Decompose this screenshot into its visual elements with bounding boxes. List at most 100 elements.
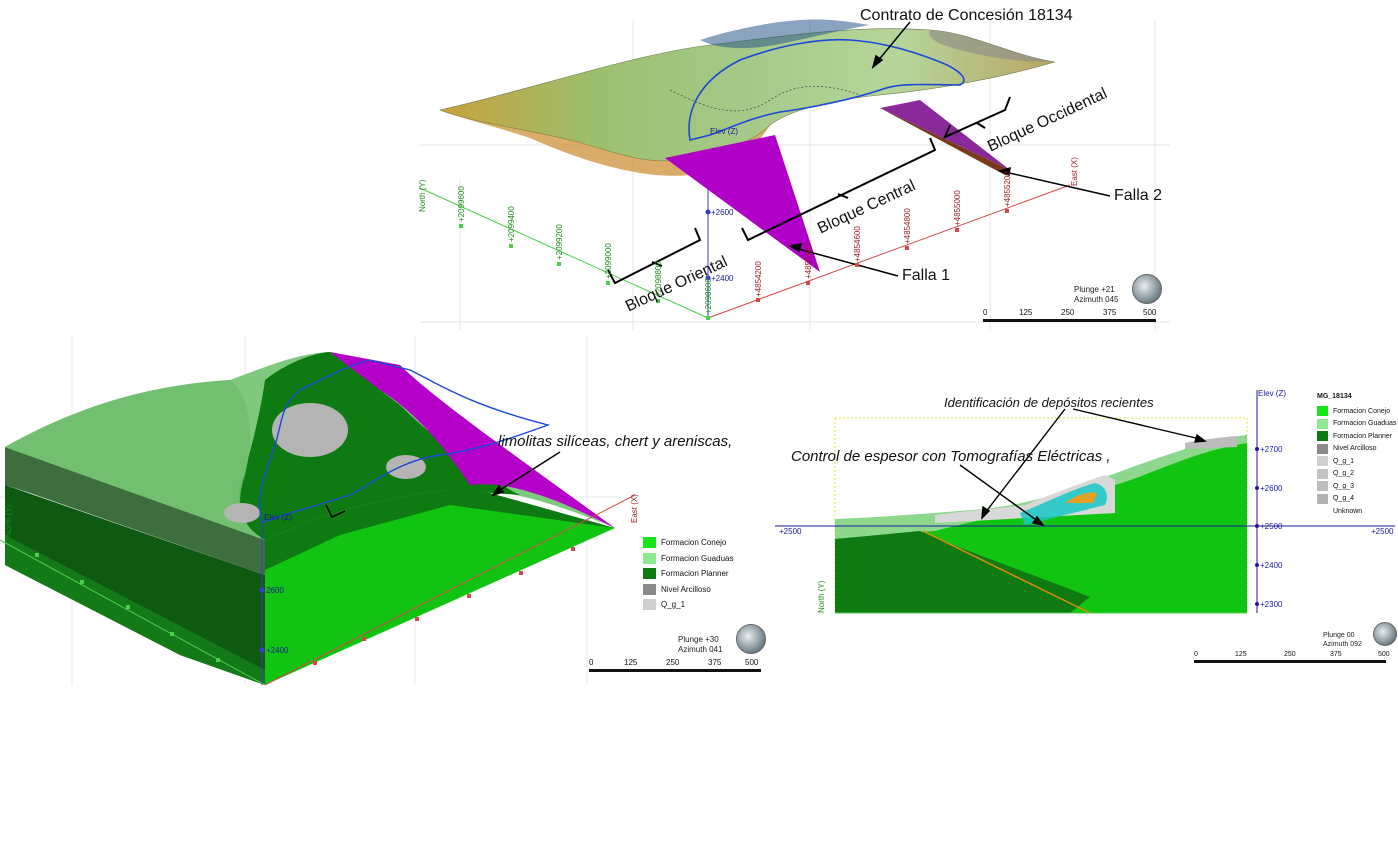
plunge-readout: Plunge +21 (1074, 285, 1115, 294)
legend-swatch (1317, 431, 1328, 442)
top-3d-scene (419, 19, 1170, 330)
annotation-arrow (491, 451, 561, 497)
bl-legend: Formacion Conejo Formacion Guaduas Forma… (643, 535, 733, 613)
topography-surface (438, 28, 1056, 162)
legend-label: Formacion Planner (661, 569, 729, 579)
legend-swatch (1317, 406, 1328, 417)
tomography-annotation: Control de espesor con Tomografías Eléct… (791, 448, 1111, 465)
legend-item: Q_g_3 (1317, 480, 1396, 493)
east-tick-label: +4855000 (953, 190, 962, 226)
elev-tick-label: +2400 (711, 274, 734, 283)
north-axis-label: North (Y) (4, 504, 13, 537)
legend-swatch (1317, 468, 1328, 479)
bottom-right-section-view: Identificación de depósitos recientes Co… (775, 385, 1398, 675)
east-tick-marks (313, 547, 575, 665)
elev-axis-label: Elev (Z) (1258, 389, 1286, 398)
elev-tick-marks (1255, 447, 1259, 606)
h-tick-label: +2500 (779, 527, 802, 536)
elev-tick-label: +2700 (1260, 445, 1283, 454)
block-top-planner-outcrop (238, 352, 520, 540)
scale-label: 0 (589, 658, 594, 667)
falla-2-edge (880, 108, 1010, 175)
concession-title: Contrato de Concesión 18134 (860, 7, 1073, 24)
section-planner (835, 531, 1090, 613)
legend-item: Formacion Conejo (1317, 405, 1396, 418)
annotation-arrows (959, 408, 1207, 527)
elev-tick-label: +2300 (1260, 600, 1283, 609)
plunge-readout: Plunge +30 (678, 635, 719, 644)
scale-label: 125 (1019, 308, 1033, 317)
scale-bar (983, 319, 1156, 322)
block-left-face-lower (5, 535, 265, 685)
falla-1-label: Falla 1 (902, 267, 951, 284)
north-tick-label: +2098800 (654, 261, 663, 297)
north-axis-line (0, 539, 266, 685)
legend-swatch (1317, 506, 1328, 517)
legend-swatch (643, 583, 656, 595)
legend-swatch (1317, 456, 1328, 467)
legend-item: Q_g_4 (1317, 493, 1396, 506)
east-tick-label: +4854400 (804, 243, 813, 279)
scale-label: 125 (624, 658, 638, 667)
block-front-face-conejo (265, 490, 615, 685)
view-compass-icon[interactable] (1132, 274, 1162, 304)
legend-label: Nivel Arcilloso (661, 584, 711, 594)
q-deposit (272, 403, 348, 457)
section-deposit (1185, 436, 1237, 449)
view-compass-icon[interactable] (1373, 622, 1397, 646)
concession-outline (688, 38, 965, 141)
block-braces (607, 96, 1011, 285)
legend-swatch (643, 599, 656, 611)
scale-bar (589, 669, 761, 672)
elev-tick-label: +2400 (1260, 561, 1283, 570)
north-tick-label: +2099200 (555, 224, 564, 260)
scale-label: 500 (745, 658, 759, 667)
block-top-guaduas (5, 380, 265, 540)
scale-label: 250 (1284, 651, 1296, 658)
scale-label: 0 (983, 308, 988, 317)
legend-label: Q_g_4 (1333, 495, 1355, 503)
elev-tick-label: +2500 (1260, 522, 1283, 531)
legend-label: Formacion Conejo (1333, 407, 1391, 415)
elev-axis-label: Elev (Z) (710, 127, 738, 136)
tomography-anomaly (1065, 492, 1097, 503)
elev-tick-label: +2400 (266, 646, 289, 655)
scale-label: 500 (1143, 308, 1157, 317)
legend-swatch (1317, 443, 1328, 454)
falla-2-label: Falla 2 (1114, 187, 1163, 204)
legend-label: Nivel Arcilloso (1333, 445, 1377, 453)
legend-swatch (1317, 493, 1328, 504)
scale-label: 375 (1103, 308, 1117, 317)
azimuth-readout: Azimuth 092 (1323, 641, 1362, 648)
legend-label: Q_g_2 (1333, 470, 1355, 478)
legend-swatch (1317, 481, 1328, 492)
legend-swatch (643, 568, 656, 580)
legend-item: Formacion Guaduas (643, 551, 733, 567)
h-tick-label: +2500 (1371, 527, 1394, 536)
legend-label: Formacion Guaduas (1333, 420, 1397, 428)
thickness-brace (325, 504, 346, 518)
north-axis-line (419, 187, 709, 319)
legend-label: Unknown (1333, 507, 1363, 515)
elev-tick-marks (705, 209, 711, 281)
north-axis-label: North (Y) (817, 580, 826, 613)
deposits-annotation: Identificación de depósitos recientes (944, 395, 1154, 410)
surface-dark-band (700, 19, 870, 49)
legend-item: Formacion Planner (643, 566, 733, 582)
scale-label: 250 (666, 658, 680, 667)
block-left-face-guaduas (5, 447, 265, 575)
legend-swatch (643, 537, 656, 549)
br-legend: MG_18134 Formacion Conejo Formacion Guad… (1317, 393, 1396, 518)
q-deposit (224, 503, 260, 523)
legend-label: Q_g_3 (1333, 482, 1355, 490)
east-tick-label: +4855200 (1003, 171, 1012, 207)
bottom-left-3d-view: limolitas silíceas, chert y areniscas, N… (0, 335, 775, 685)
view-compass-icon[interactable] (736, 624, 766, 654)
legend-label: Formacion Planner (1333, 432, 1393, 440)
east-tick-label: +4854800 (903, 208, 912, 244)
fault-plane-magenta (330, 352, 615, 528)
scale-label: 125 (1235, 651, 1247, 658)
bottom-right-section-scene (775, 390, 1395, 614)
elev-tick-label: +2600 (1260, 484, 1283, 493)
north-tick-label: +2098600 (704, 278, 713, 314)
